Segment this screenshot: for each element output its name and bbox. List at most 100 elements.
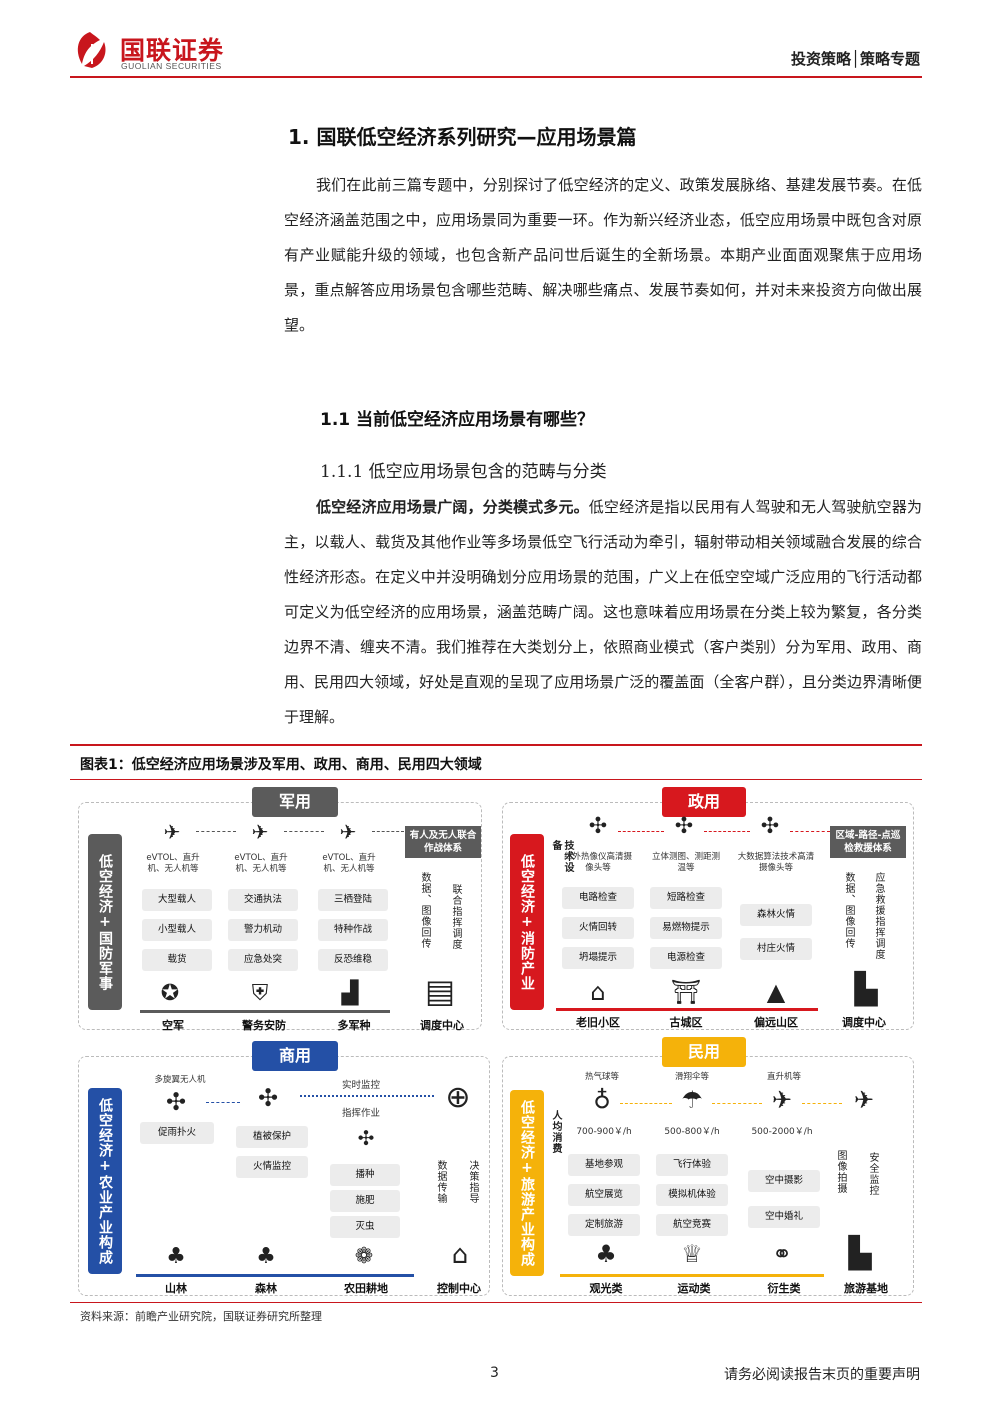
- commercial-location: 农田耕地: [344, 1282, 388, 1295]
- palm-tree-icon: ♣: [595, 1240, 617, 1268]
- civil-location: 衍生类: [767, 1282, 801, 1295]
- paraglider-icon: ☂: [681, 1086, 703, 1114]
- military-item: 载货: [142, 949, 212, 971]
- police-badge-icon: ⛨: [251, 981, 269, 1006]
- civil-location: 运动类: [677, 1282, 711, 1295]
- military-location: 空军: [162, 1019, 184, 1032]
- helicopter-icon: ✈: [771, 1086, 793, 1114]
- gov-ground-line: [556, 1008, 818, 1011]
- arrow: [206, 1102, 240, 1103]
- drone-icon: ✣: [760, 814, 780, 839]
- commercial-location: 森林: [255, 1282, 277, 1295]
- arrow: [284, 831, 324, 832]
- body-paragraph: 低空经济应用场景广阔，分类模式多元。低空经济是指以民用有人驾驶和无人驾驶航空器为…: [284, 490, 922, 735]
- military-item: 应急处突: [228, 949, 298, 971]
- commercial-item: 促雨扑火: [140, 1122, 214, 1144]
- disclaimer-note: 请务必阅读报告末页的重要声明: [724, 1367, 920, 1383]
- civil-location: 观光类: [589, 1282, 623, 1295]
- gov-vbar: 低空经济+消防产业: [510, 834, 544, 1010]
- military-caption: eVTOL、直升机、无人机等: [146, 853, 200, 874]
- military-item: 三栖登陆: [318, 889, 388, 911]
- gov-item: 电源检查: [650, 947, 722, 969]
- military-item: 小型载人: [142, 919, 212, 941]
- civil-item: 航空竞赛: [656, 1214, 728, 1236]
- civil-badge: 民用: [662, 1037, 746, 1067]
- commercial-flow-text: 决策指导: [467, 1160, 478, 1204]
- civil-item: 基地参观: [568, 1154, 640, 1176]
- military-item: 大型载人: [142, 889, 212, 911]
- tank-icon: ▟: [341, 981, 359, 1006]
- drone-icon: ✣: [165, 1088, 187, 1116]
- commercial-item: 施肥: [330, 1190, 400, 1212]
- body-lead: 低空经济应用场景广阔，分类模式多元。: [316, 498, 589, 516]
- subsection-title: 1.1 当前低空经济应用场景有哪些？: [320, 410, 595, 430]
- military-location: 警务安防: [242, 1019, 286, 1032]
- military-vbar: 低空经济+国防军事: [88, 834, 122, 1010]
- logo-mark-icon: [77, 32, 106, 68]
- intro-paragraph: 我们在此前三篇专题中，分别探讨了低空经济的定义、政策发展脉络、基建发展节奏。在低…: [284, 176, 922, 334]
- commercial-caption: 多旋翼无人机: [154, 1075, 206, 1085]
- arrow: [196, 831, 236, 832]
- military-system-box: 有人及无人联合作战体系: [405, 826, 481, 858]
- commercial-location: 山林: [165, 1282, 187, 1295]
- gov-caption: 大数据算法技术高清摄像头等: [737, 852, 815, 873]
- gov-location: 偏远山区: [754, 1016, 798, 1029]
- commercial-item: 火情监控: [236, 1156, 308, 1178]
- gov-side-label: 技术设备: [550, 840, 573, 873]
- mountain-icon: ▲: [766, 978, 786, 1006]
- gov-item: 易燃物提示: [650, 917, 722, 939]
- commercial-item: 植被保护: [236, 1126, 308, 1148]
- military-location: 多军种: [337, 1019, 371, 1032]
- civil-caption: 热气球等: [584, 1072, 619, 1082]
- logo-subtext: GUOLIAN SECURITIES: [121, 61, 222, 71]
- civil-flow-text: 图像拍摄: [835, 1150, 846, 1194]
- commercial-location: 控制中心: [437, 1282, 481, 1295]
- military-caption: eVTOL、直升机、无人机等: [234, 853, 288, 874]
- commercial-top-label: 实时监控: [341, 1080, 380, 1091]
- page-number: 3: [490, 1365, 499, 1381]
- civil-vbar: 低空经济+旅游产业构成: [510, 1090, 544, 1276]
- helicopter-icon: ✈: [853, 1086, 875, 1114]
- gov-item: 村庄火情: [740, 938, 812, 960]
- house-icon: ⌂: [590, 978, 606, 1006]
- military-item: 交通执法: [228, 889, 298, 911]
- military-badge: 军用: [252, 787, 338, 817]
- figure-top-rule: [70, 744, 922, 746]
- military-caption: eVTOL、直升机、无人机等: [322, 853, 376, 874]
- civil-side-label: 人均消费: [550, 1110, 561, 1154]
- globe-icon: ⊕: [445, 1080, 471, 1115]
- commercial-vbar: 低空经济+农业产业构成: [88, 1088, 122, 1274]
- civil-item: 飞行体验: [656, 1154, 728, 1176]
- section-title: 1. 国联低空经济系列研究—应用场景篇: [288, 125, 637, 149]
- gov-flow-text: 数据、图像回传: [843, 872, 854, 949]
- figure-source: 资料来源：前瞻产业研究院，国联证券研究所整理: [80, 1310, 322, 1323]
- gov-location: 老旧小区: [576, 1016, 620, 1029]
- arrow: [802, 1103, 842, 1104]
- commercial-item: 播种: [330, 1164, 400, 1186]
- commercial-top-label: 指挥作业: [341, 1108, 380, 1119]
- arrow: [620, 1103, 672, 1104]
- civil-item: 模拟机体验: [656, 1184, 728, 1206]
- civil-item: 空中摄影: [748, 1170, 820, 1192]
- civil-price: 700-900￥/h: [576, 1127, 632, 1137]
- couple-icon: ⚭: [771, 1240, 793, 1268]
- commercial-badge: 商用: [252, 1041, 338, 1071]
- gov-location: 调度中心: [842, 1016, 886, 1029]
- civil-price: 500-800￥/h: [664, 1127, 720, 1137]
- gov-item: 短路检查: [650, 887, 722, 909]
- gov-item: 电路检查: [562, 887, 634, 909]
- civil-flow-text: 安全监控: [867, 1152, 878, 1196]
- pagoda-icon: ⛩: [670, 978, 702, 1006]
- civil-item: 航空展览: [568, 1184, 640, 1206]
- farmland-icon: ❁: [354, 1244, 374, 1269]
- military-flow-text: 联合指挥调度: [450, 884, 461, 950]
- trophy-icon: ♕: [681, 1240, 703, 1268]
- gov-badge: 政用: [662, 787, 746, 817]
- civil-ground-line: [560, 1274, 824, 1277]
- arrow: [704, 831, 750, 832]
- civil-location: 旅游基地: [844, 1282, 888, 1295]
- figure-title: 图表1：低空经济应用场景涉及军用、政用、商用、民用四大领域: [80, 757, 482, 773]
- arrow: [712, 1103, 762, 1104]
- gov-flow-text: 应急救援指挥调度: [873, 872, 884, 960]
- forest-icon: ♣: [166, 1244, 186, 1269]
